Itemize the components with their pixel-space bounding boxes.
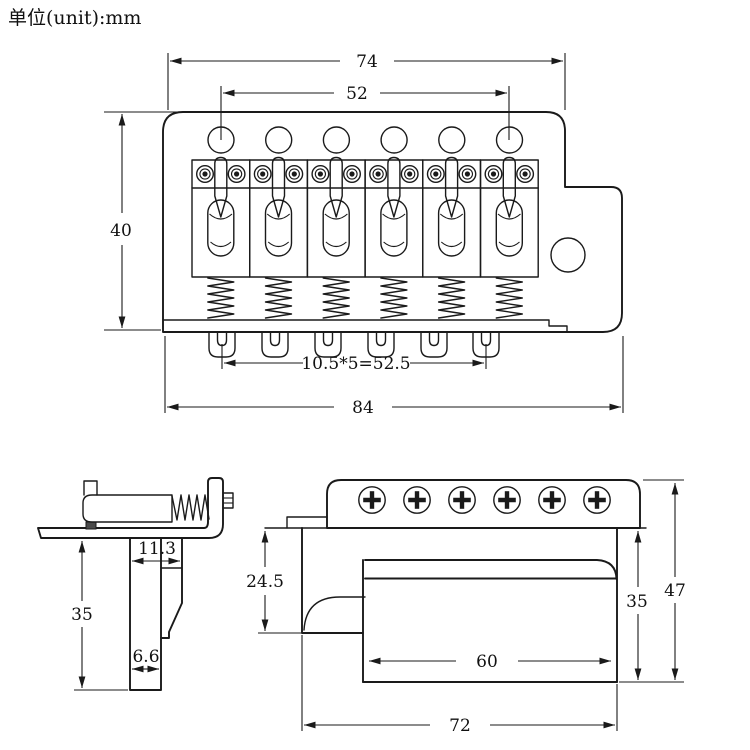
dim-72: 72 (301, 635, 618, 736)
unit-label: 单位(unit):mm (8, 7, 141, 29)
dim-pitch: 10.5*5=52.5 (221, 344, 487, 374)
dim-40: 40 (104, 111, 196, 331)
dim-label-35-front: 35 (626, 592, 648, 612)
top-view-drawing: 74 52 40 10.5*5=52.5 84 (104, 52, 624, 418)
dim-label-60: 60 (476, 652, 498, 672)
front-view-drawing: 24.5 35 47 60 72 (246, 479, 686, 736)
dim-label-6-6: 6.6 (132, 647, 159, 667)
dim-label-52: 52 (346, 84, 368, 104)
dim-label-pitch: 10.5*5=52.5 (301, 354, 410, 374)
dim-label-24-5: 24.5 (246, 572, 284, 592)
dim-35-side: 35 (71, 541, 128, 691)
side-view-block (129, 537, 162, 691)
side-view-drawing: 11.3 35 6.6 (37, 477, 234, 691)
dim-label-47: 47 (664, 581, 686, 601)
dim-47: 47 (643, 479, 686, 680)
top-view-body-outline (162, 111, 623, 333)
dim-label-35-side: 35 (71, 605, 93, 625)
dim-74: 74 (167, 52, 566, 110)
front-view-plate (326, 479, 641, 529)
dim-label-74: 74 (356, 52, 378, 72)
dim-label-72: 72 (449, 716, 471, 736)
dim-52: 52 (220, 84, 510, 140)
trem-arm-hole (550, 237, 586, 273)
dim-35-front: 35 (619, 531, 684, 683)
dim-84: 84 (164, 336, 624, 418)
dim-11-3: 11.3 (132, 539, 180, 565)
dim-6-6: 6.6 (132, 647, 160, 673)
dim-24-5: 24.5 (246, 531, 304, 634)
side-view-plate (37, 477, 224, 539)
dim-60: 60 (369, 652, 611, 672)
dim-label-11-3: 11.3 (138, 539, 176, 559)
dim-label-40: 40 (110, 221, 132, 241)
dim-label-84: 84 (352, 398, 374, 418)
